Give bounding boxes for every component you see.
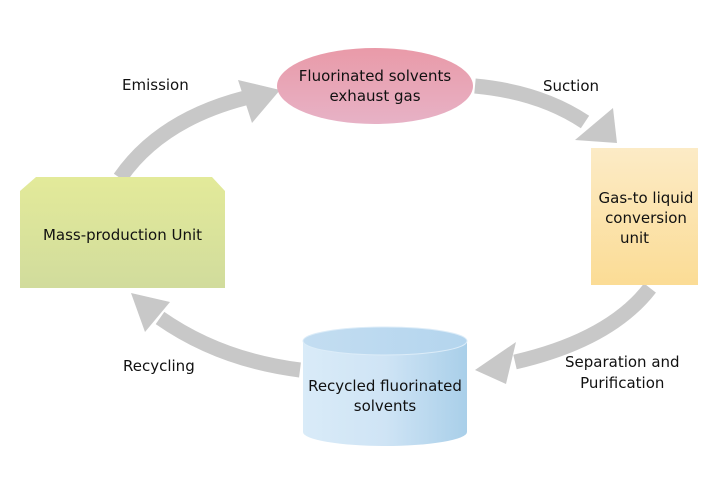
separation-label-line1: Separation and [565,353,680,371]
suction-arrow-shaft [474,78,590,129]
exhaust-gas-label-line1: Fluorinated solvents [298,67,452,85]
conversion-unit-label-line1: Gas-to liquid [598,189,694,207]
separation-label-line2: Purification [580,374,665,392]
emission-arrowhead-icon [238,80,280,123]
recycled-solvents-label-line2: solvents [353,397,417,415]
mass-production-node [20,177,225,288]
suction-label: Suction [543,77,600,95]
conversion-unit-label-line2: conversion [605,209,687,227]
recycling-arrow-shaft [155,311,301,378]
separation-arrowhead-icon [475,342,516,384]
conversion-unit-label: Gas-to liquid conversion unit [592,188,700,248]
exhaust-gas-node [277,48,473,124]
exhaust-gas-label-line2: exhaust gas [329,87,421,105]
exhaust-gas-label: Fluorinated solvents exhaust gas [277,66,473,106]
emission-arrow-shaft [113,90,247,183]
recycling-label: Recycling [123,357,195,375]
separation-label: Separation and Purification [565,352,680,394]
mass-production-label: Mass-production Unit [42,226,203,244]
conversion-unit-label-line3: unit [620,229,650,247]
emission-label: Emission [122,76,189,94]
recycling-arrowhead-icon [131,293,170,332]
separation-arrow-shaft [513,283,656,370]
recycled-solvents-node [302,326,468,446]
recycled-solvents-label-line1: Recycled fluorinated [308,377,462,395]
recycled-solvents-label: Recycled fluorinated solvents [297,376,473,416]
conversion-unit-node [591,148,698,285]
suction-arrowhead-icon [575,108,617,143]
